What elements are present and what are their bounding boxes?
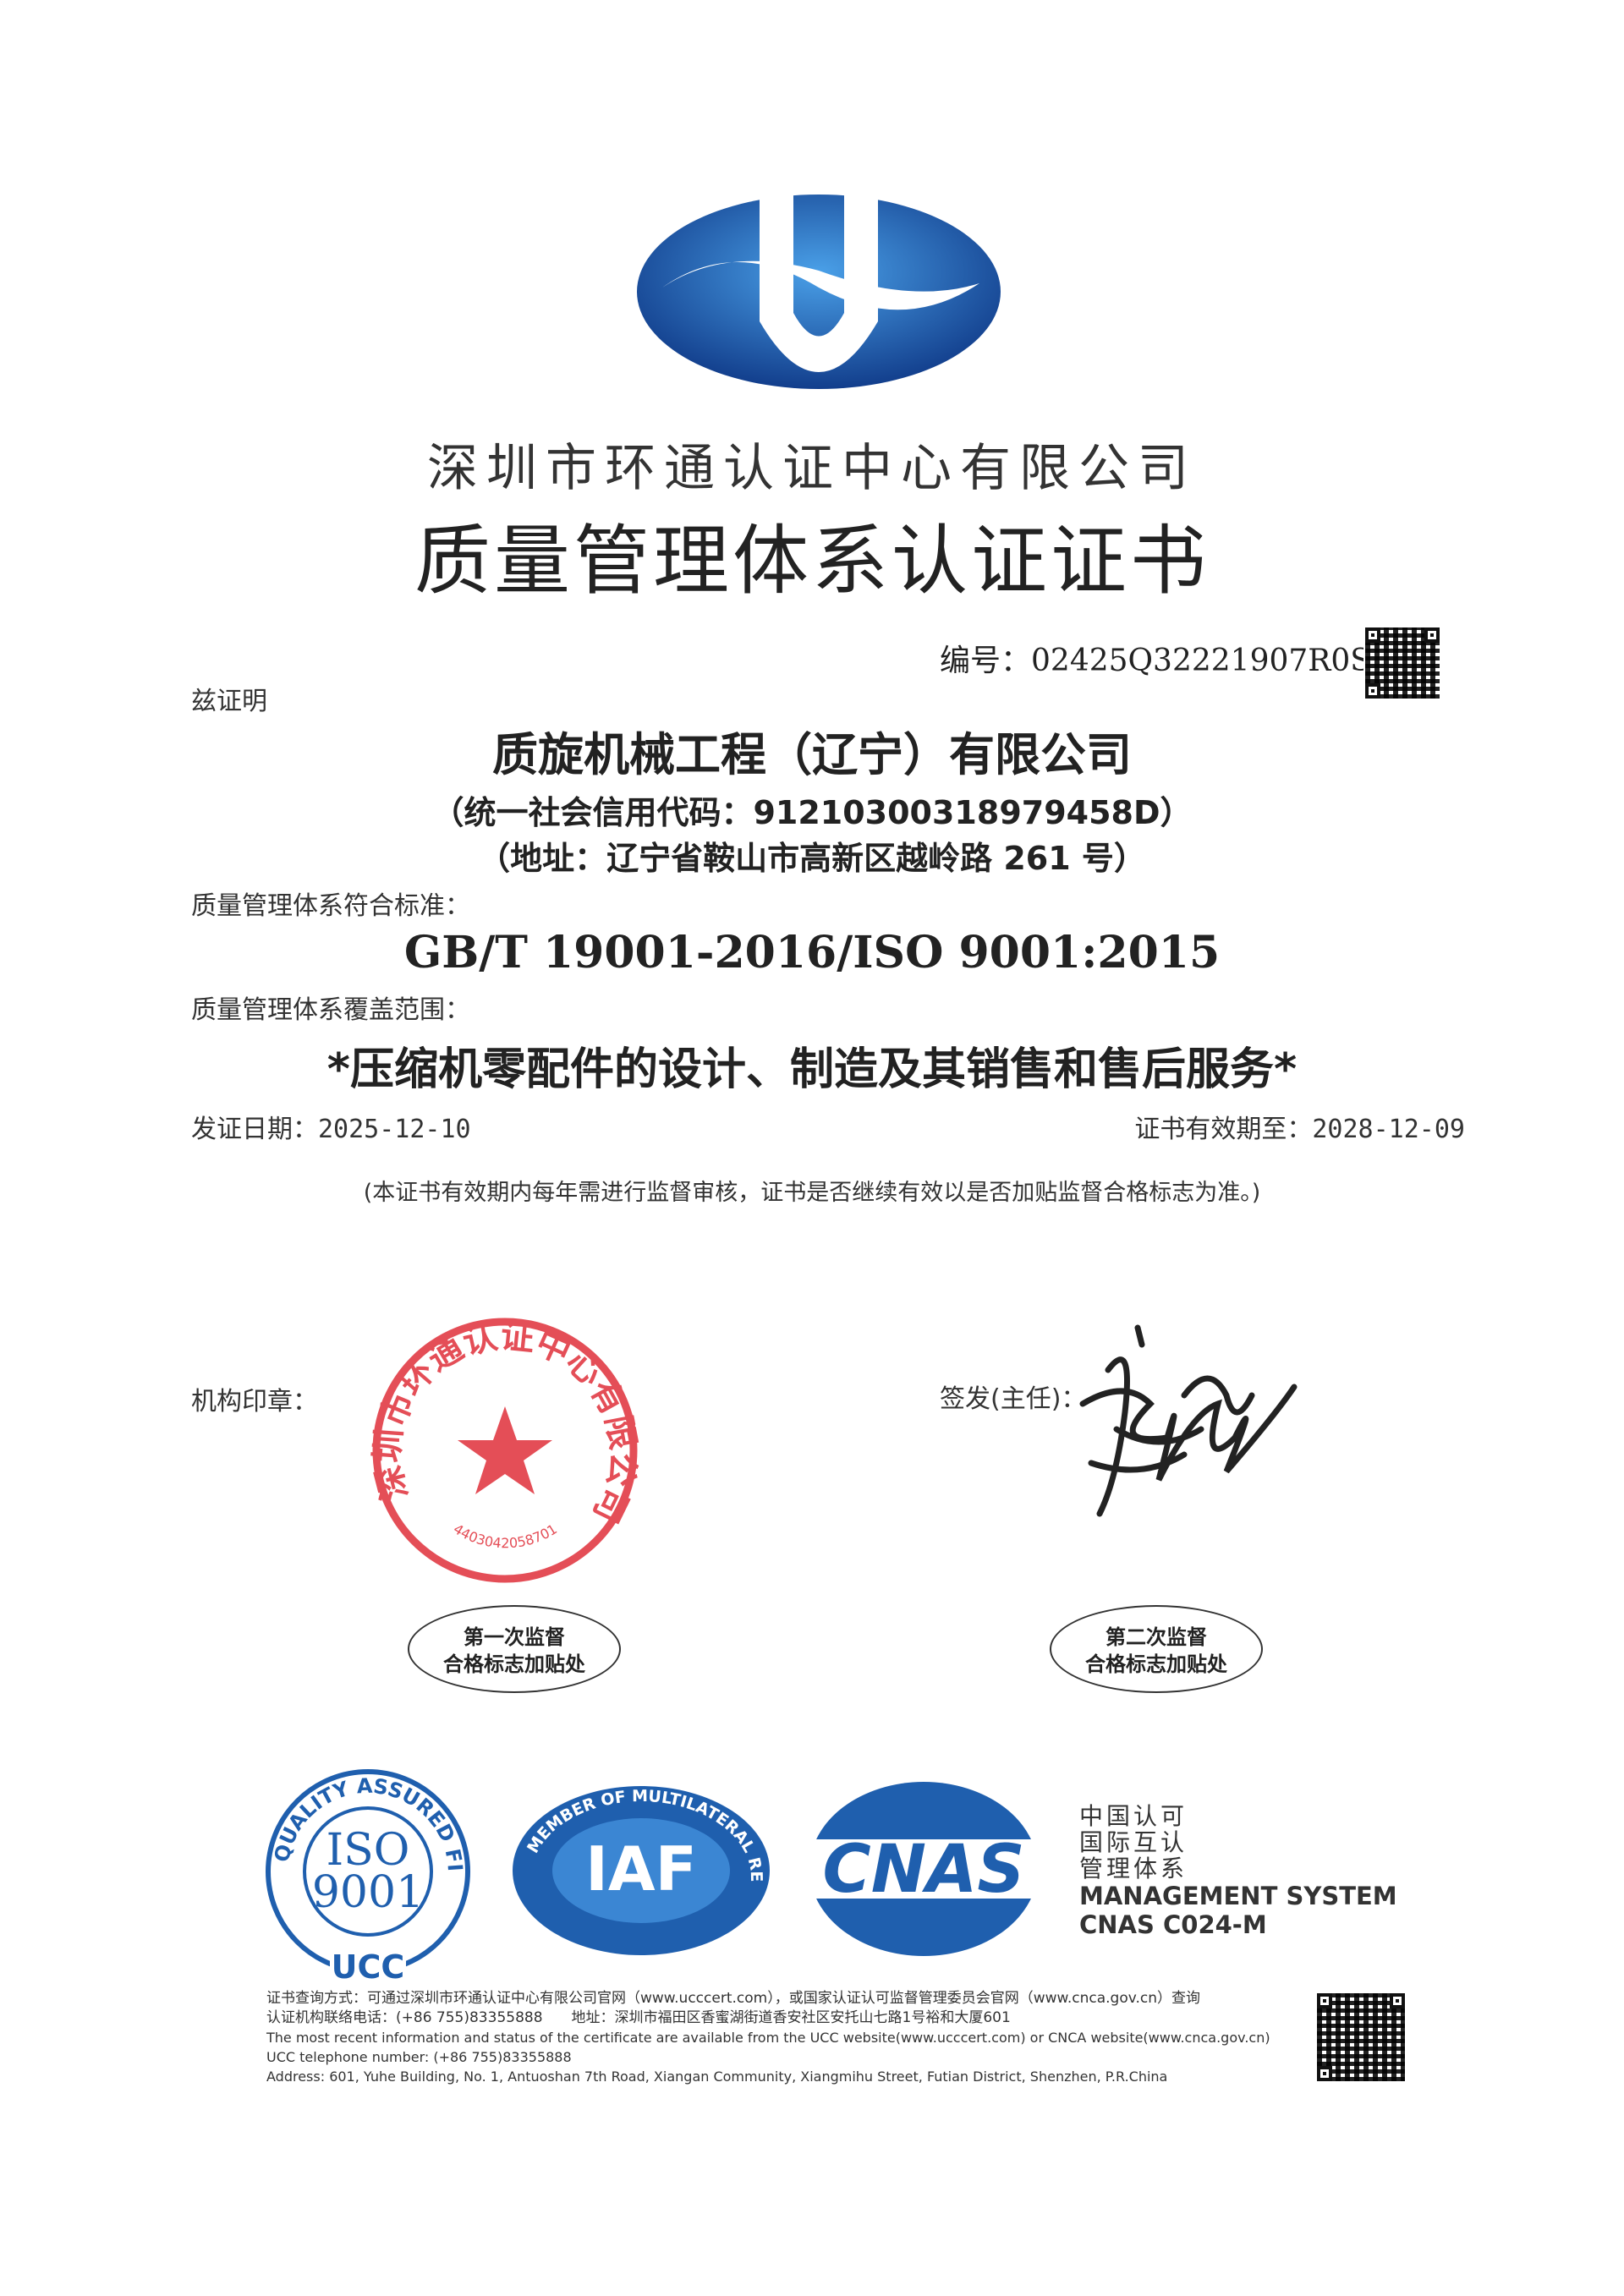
cnas-logo: CNAS — [808, 1782, 1040, 1956]
svg-text:4403042058701: 4403042058701 — [451, 1521, 560, 1551]
signature — [1079, 1324, 1298, 1517]
surveillance-2-line1: 第二次监督 — [1106, 1625, 1207, 1649]
issuer-name: 深圳市环通认证中心有限公司 — [427, 439, 1197, 498]
cnas-en-2: CNAS C024-M — [1079, 1910, 1267, 1939]
issue-date: 发证日期：2025-12-10 — [191, 1108, 471, 1145]
seal-number: 4403042058701 — [451, 1521, 560, 1551]
validity-note: (本证书有效期内每年需进行监督审核，证书是否继续有效以是否加贴监督合格标志为准。… — [363, 1180, 1261, 1206]
official-seal: 深圳市环通认证中心有限公司 4403042058701 — [368, 1317, 643, 1583]
ucc-text: UCC — [332, 1948, 405, 1983]
expiry-date-value: 2028-12-09 — [1312, 1115, 1465, 1144]
cnas-en-1: MANAGEMENT SYSTEM — [1079, 1882, 1397, 1910]
ucc-logo — [637, 195, 1001, 389]
surveillance-2-line2: 合格标志加贴处 — [1085, 1652, 1227, 1676]
footer-line-3: The most recent information and status o… — [266, 2030, 1270, 2046]
cert-number-value: 02425Q32221907R0S — [1031, 644, 1371, 678]
cert-number: 编号：02425Q32221907R0S — [940, 636, 1371, 680]
cnas-caption: 中国认可 国际互认 管理体系 MANAGEMENT SYSTEM CNAS C0… — [1079, 1803, 1397, 1939]
cnas-cn-1: 中国认可 — [1079, 1802, 1188, 1830]
seal-label: 机构印章： — [191, 1387, 318, 1417]
expiry-date: 证书有效期至：2028-12-09 — [1134, 1108, 1465, 1145]
signer-label: 签发(主任)： — [940, 1384, 1087, 1414]
intro-text: 兹证明 — [191, 687, 267, 716]
footer-line-5: Address: 601, Yuhe Building, No. 1, Antu… — [266, 2069, 1168, 2085]
surveillance-sticker-area-2: 第二次监督 合格标志加贴处 — [1050, 1605, 1263, 1693]
footer-info: 证书查询方式：可通过深圳市环通认证中心有限公司官网（www.ucccert.co… — [266, 1989, 1307, 2086]
credit-code: （统一社会信用代码：91210300318979458D） — [431, 794, 1193, 831]
footer-line-1: 证书查询方式：可通过深圳市环通认证中心有限公司官网（www.ucccert.co… — [266, 1990, 1200, 2007]
cnas-text: CNAS — [822, 1832, 1024, 1908]
footer-line-2: 认证机构联络电话：(+86 755)83355888 地址：深圳市福田区香蜜湖街… — [266, 2009, 1011, 2026]
company-name: 质旋机械工程（辽宁）有限公司 — [492, 728, 1132, 781]
issue-date-label: 发证日期： — [191, 1115, 318, 1144]
standard-label: 质量管理体系符合标准： — [191, 891, 470, 921]
expiry-date-label: 证书有效期至： — [1134, 1115, 1313, 1144]
surveillance-sticker-area-1: 第一次监督 合格标志加贴处 — [408, 1605, 621, 1693]
scope: *压缩机零配件的设计、制造及其销售和售后服务* — [326, 1044, 1298, 1095]
iso-text: ISO — [326, 1825, 410, 1876]
certificate-title: 质量管理体系认证证书 — [414, 517, 1210, 606]
qr-code[interactable] — [1363, 626, 1441, 700]
scope-label: 质量管理体系覆盖范围： — [191, 995, 470, 1025]
iso-number: 9001 — [312, 1867, 424, 1918]
iaf-logo: MEMBER OF MULTILATERAL RECOGNITION ARRAN… — [510, 1784, 770, 1955]
iso-9001-logo: QUALITY ASSURED FIRM ISO 9001 UCC — [262, 1763, 470, 1983]
standard: GB/T 19001-2016/ISO 9001:2015 — [403, 927, 1221, 978]
footer-qr-code[interactable] — [1315, 1992, 1407, 2083]
cnas-cn-2: 国际互认 — [1079, 1828, 1188, 1856]
issue-date-value: 2025-12-10 — [318, 1115, 471, 1144]
iaf-text: IAF — [585, 1833, 697, 1904]
surveillance-1-line2: 合格标志加贴处 — [443, 1652, 585, 1676]
surveillance-1-line1: 第一次监督 — [464, 1625, 565, 1649]
star-icon — [458, 1406, 552, 1494]
footer-line-4: UCC telephone number: (+86 755)83355888 — [266, 2049, 572, 2065]
cert-number-label: 编号： — [940, 644, 1032, 678]
company-address: （地址：辽宁省鞍山市高新区越岭路 261 号） — [478, 840, 1146, 877]
cnas-cn-3: 管理体系 — [1079, 1855, 1188, 1882]
